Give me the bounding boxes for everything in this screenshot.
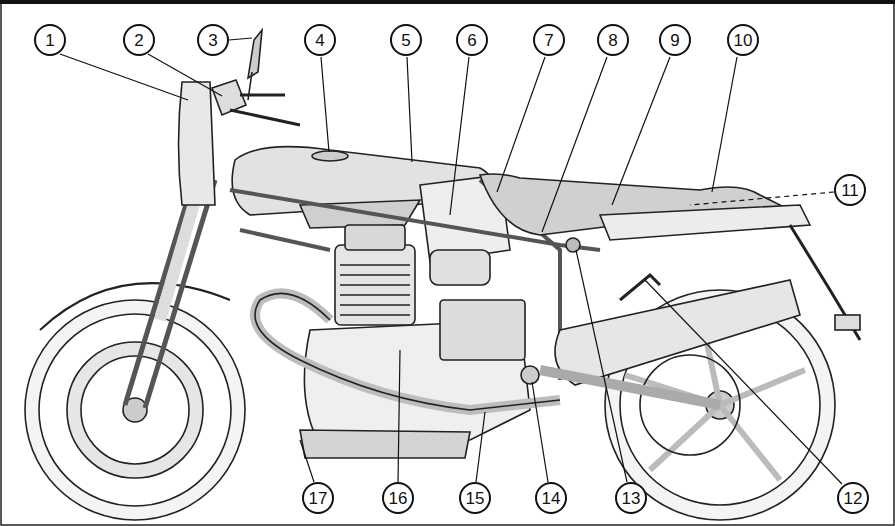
callout-number: 2 xyxy=(134,32,143,49)
callout-circle: 6 xyxy=(456,24,488,56)
callout-number: 15 xyxy=(466,490,485,507)
callout-circle: 11 xyxy=(834,174,866,206)
callout-number: 14 xyxy=(542,490,561,507)
callout-number: 9 xyxy=(670,32,679,49)
callout-number: 10 xyxy=(734,32,753,49)
callout-number: 12 xyxy=(844,490,863,507)
callout-number: 5 xyxy=(401,32,410,49)
callout-circle: 9 xyxy=(659,24,691,56)
callout-circle: 7 xyxy=(533,24,565,56)
callout-circle: 8 xyxy=(597,24,629,56)
callout-number: 17 xyxy=(309,490,328,507)
callout-circle: 5 xyxy=(390,24,422,56)
callout-number: 4 xyxy=(315,32,324,49)
callout-circle: 12 xyxy=(837,482,869,514)
callout-circle: 4 xyxy=(304,24,336,56)
callout-number: 8 xyxy=(608,32,617,49)
callout-circle: 1 xyxy=(34,24,66,56)
callout-circle: 14 xyxy=(535,482,567,514)
callout-number: 11 xyxy=(841,182,859,199)
callout-circle: 3 xyxy=(197,24,229,56)
callout-circle: 2 xyxy=(123,24,155,56)
callout-number: 7 xyxy=(544,32,553,49)
callout-circle: 13 xyxy=(615,482,647,514)
callout-circle: 17 xyxy=(302,482,334,514)
callout-number: 1 xyxy=(45,32,54,49)
callout-circle: 10 xyxy=(727,24,759,56)
callout-number: 6 xyxy=(467,32,476,49)
callout-number: 16 xyxy=(389,490,408,507)
callout-circle: 15 xyxy=(459,482,491,514)
callout-circle: 16 xyxy=(382,482,414,514)
callout-number: 3 xyxy=(208,32,217,49)
callout-number: 13 xyxy=(622,490,641,507)
